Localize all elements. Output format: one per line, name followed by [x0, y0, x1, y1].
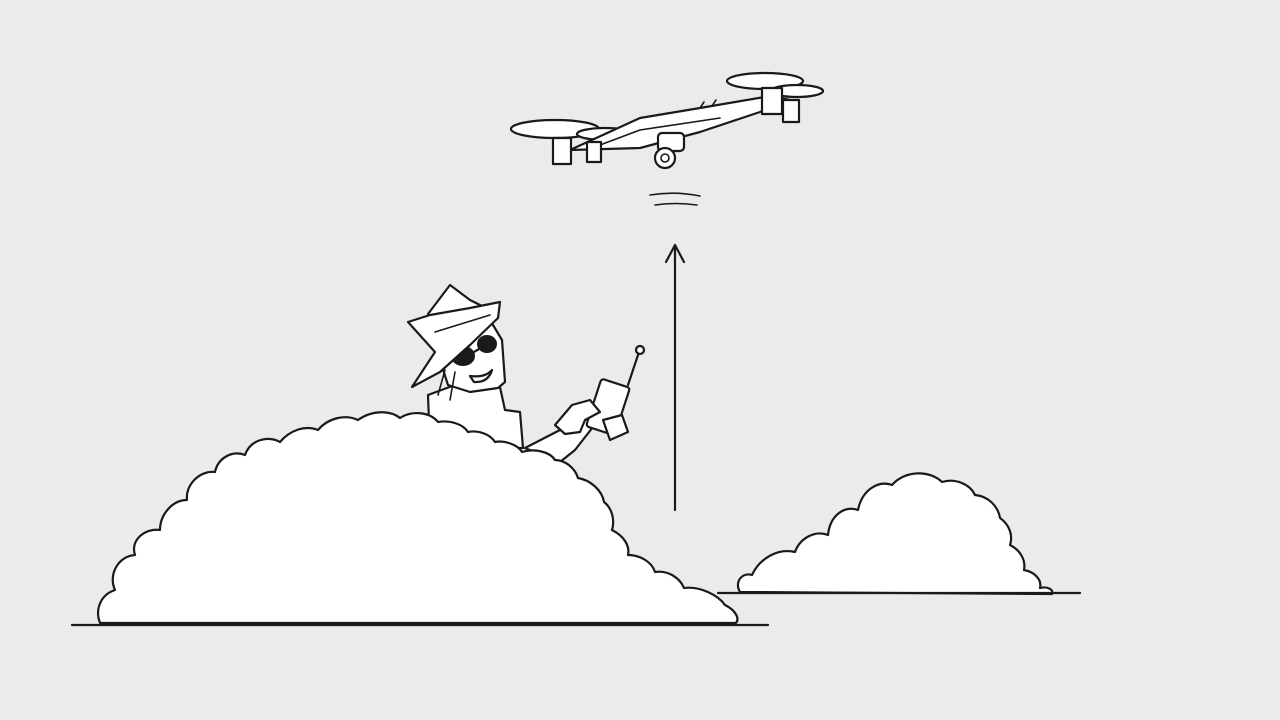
person-hand: [553, 398, 602, 436]
drone-camera-lens: [653, 146, 677, 170]
drone: [509, 71, 825, 206]
drone-motor-right: [760, 86, 784, 116]
hat-icon: [406, 283, 502, 389]
person-smile: [468, 368, 494, 384]
up-arrow: [664, 243, 686, 512]
drone-motor-back-right: [781, 98, 801, 124]
bush-large: [97, 411, 739, 625]
bush-small: [736, 472, 1054, 596]
drone-motor-back-left: [585, 140, 603, 164]
drone-motor-left: [551, 136, 573, 166]
person: [406, 283, 646, 464]
drone-motion-lines: [649, 192, 701, 206]
